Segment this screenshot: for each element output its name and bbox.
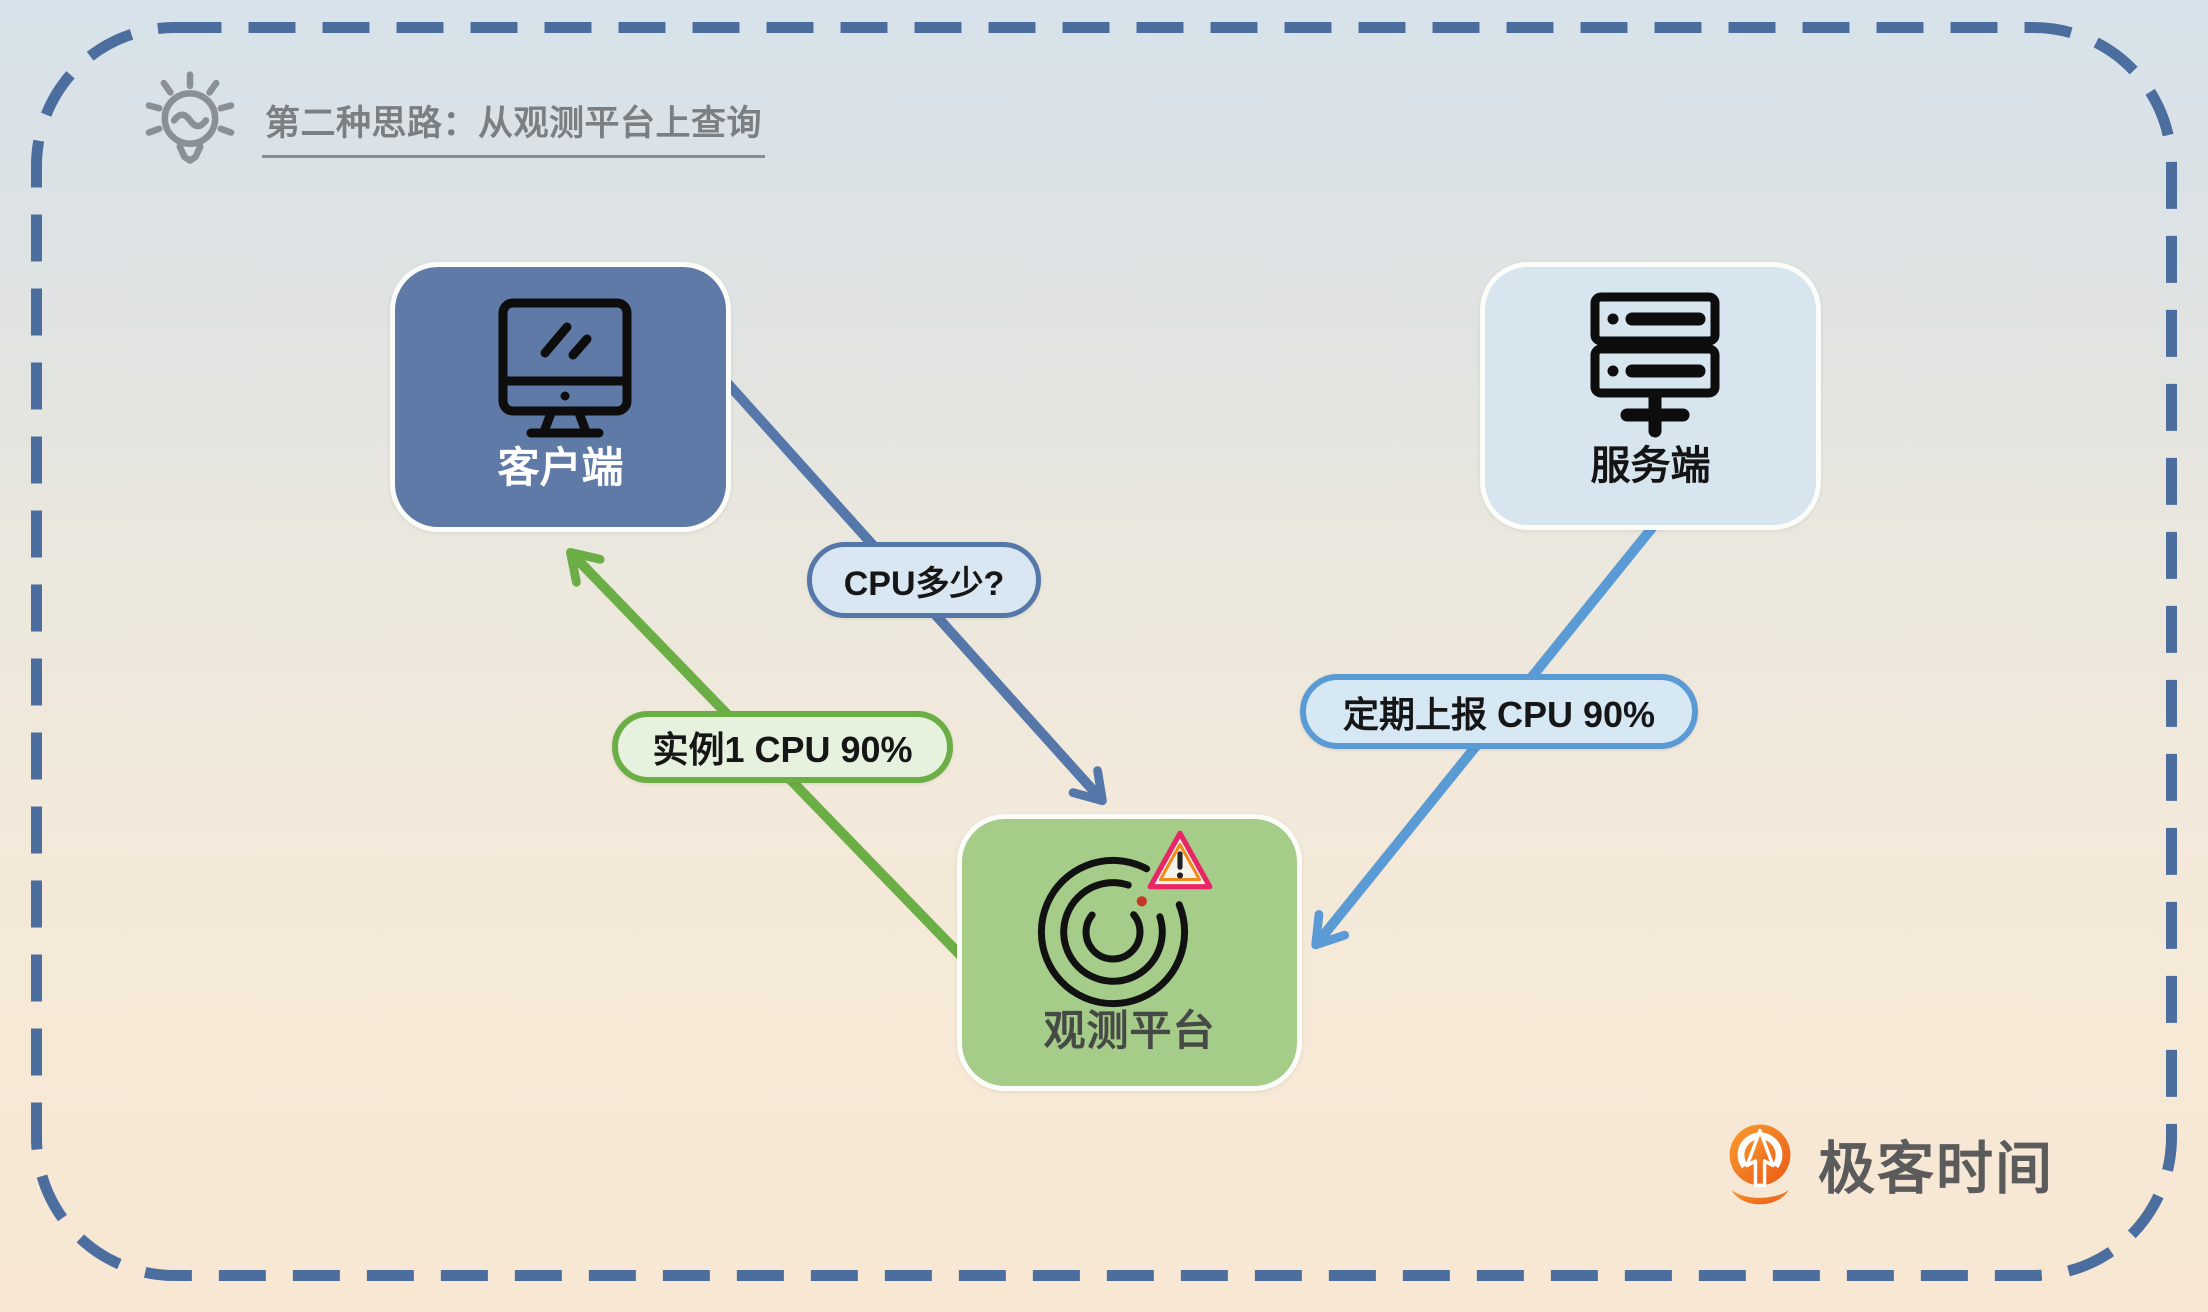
warning-triangle-icon <box>1147 830 1213 890</box>
page-title: 第二种思路：从观测平台上查询 <box>262 95 766 158</box>
edge-label-report-text: 定期上报 CPU 90% <box>1342 693 1656 735</box>
radar-icon <box>1037 856 1189 1008</box>
node-platform: 观测平台 <box>957 814 1302 1091</box>
edge-label-query-text: CPU多少? <box>843 564 1005 603</box>
geektime-logo: 极客时间 <box>1722 1118 2054 1210</box>
edge-label-reply: 实例1 CPU 90% <box>612 711 953 783</box>
edge-label-query: CPU多少? <box>807 542 1041 618</box>
node-platform-label: 观测平台 <box>1043 1007 1216 1054</box>
geektime-logo-icon <box>1729 1124 1791 1205</box>
node-client: 客户端 <box>390 262 731 532</box>
edge-label-report: 定期上报 CPU 90% <box>1300 674 1698 749</box>
title-row: 第二种思路：从观测平台上查询 <box>138 70 766 182</box>
node-server: 服务端 <box>1480 262 1821 530</box>
edge-label-reply-text: 实例1 CPU 90% <box>652 729 913 770</box>
node-server-label: 服务端 <box>1590 444 1711 488</box>
lightbulb-icon <box>145 71 235 164</box>
server-rack-icon <box>1590 292 1720 438</box>
node-client-label: 客户端 <box>497 444 624 491</box>
desktop-monitor-icon <box>498 298 632 438</box>
geektime-logo-text: 极客时间 <box>1818 1137 2054 1201</box>
diagram-frame <box>31 22 2177 1281</box>
